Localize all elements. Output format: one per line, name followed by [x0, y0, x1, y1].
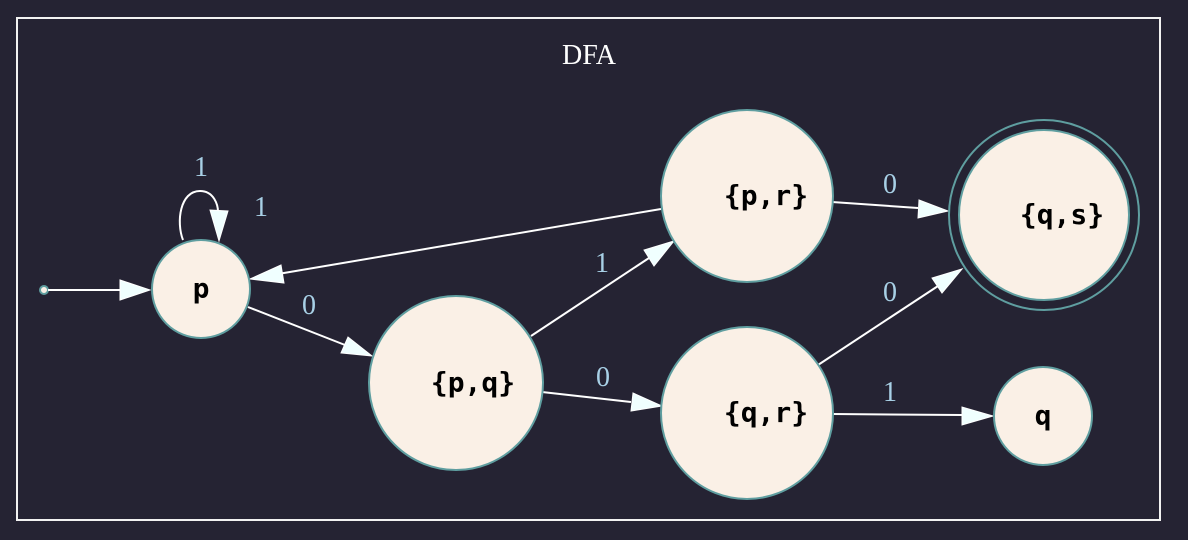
- dfa-cluster-border: [16, 17, 1161, 521]
- transition-p-to-p: 1: [178, 152, 229, 243]
- state-node-pq[interactable]: {p,q}: [368, 295, 544, 471]
- transition-qr-to-qs: 0: [817, 268, 964, 366]
- transition-label: 0: [596, 362, 610, 393]
- transition-label: 1: [883, 377, 897, 408]
- state-node-qr[interactable]: {q,r}: [660, 326, 834, 500]
- state-node-p[interactable]: p: [151, 239, 251, 339]
- state-label: {q,s}: [1020, 198, 1104, 231]
- transition-label: 0: [883, 169, 897, 200]
- start-arrow: [39, 279, 152, 301]
- state-label: q: [1035, 399, 1052, 432]
- state-label: p: [193, 272, 210, 305]
- state-node-qs-accept[interactable]: {q,s}: [948, 119, 1140, 311]
- transition-label: 0: [883, 277, 897, 308]
- state-node-q[interactable]: q: [993, 366, 1093, 466]
- dfa-title: DFA: [562, 40, 617, 71]
- transition-pr-to-qs: 0: [831, 169, 950, 219]
- transition-p-to-pq: 0: [247, 290, 374, 357]
- state-node-pr[interactable]: {p,r}: [660, 109, 834, 283]
- transition-label: 0: [302, 290, 316, 321]
- transition-label: 1: [595, 248, 609, 279]
- transition-pq-to-qr: 0: [541, 362, 664, 412]
- start-point: [39, 285, 49, 295]
- transition-pr-to-p: 1: [248, 192, 662, 284]
- transition-qr-to-q: 1: [831, 377, 995, 426]
- state-label: {p,q}: [431, 366, 515, 399]
- state-label: {p,r}: [724, 179, 808, 212]
- state-label: {q,r}: [724, 396, 808, 429]
- transition-pq-to-pr: 1: [530, 240, 676, 337]
- transition-label: 1: [194, 152, 208, 183]
- transition-label: 1: [254, 192, 268, 223]
